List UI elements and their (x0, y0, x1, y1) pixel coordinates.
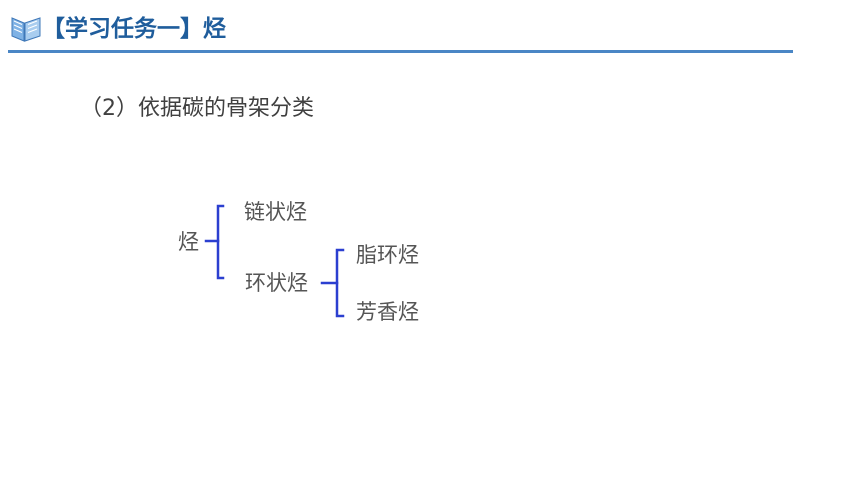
open-book-icon (11, 17, 41, 42)
node-cyclic-hydrocarbon: 环状烃 (245, 271, 308, 295)
node-hydrocarbon: 烃 (178, 230, 199, 254)
cyclic-bracket (335, 248, 345, 318)
section-subtitle: （2）依据碳的骨架分类 (80, 96, 314, 121)
node-chain-hydrocarbon: 链状烃 (244, 200, 307, 224)
node-alicyclic-hydrocarbon: 脂环烃 (356, 243, 419, 267)
header-divider (8, 50, 793, 53)
root-bracket (216, 204, 225, 280)
page-title: 【学习任务一】烃 (42, 16, 226, 42)
node-aromatic-hydrocarbon: 芳香烃 (356, 300, 419, 324)
